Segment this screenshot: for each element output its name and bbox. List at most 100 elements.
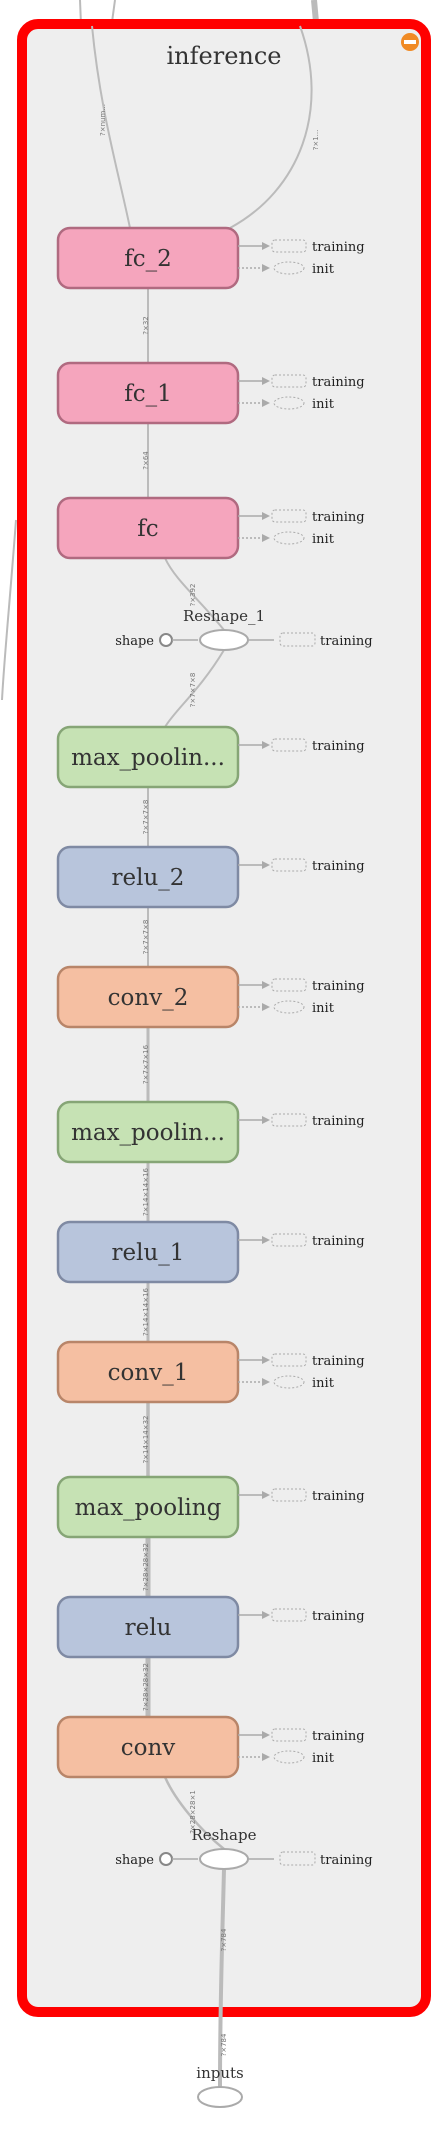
node-max-pooling[interactable]: max_pooling training xyxy=(56,1475,365,1539)
node-box xyxy=(56,845,240,909)
node-box xyxy=(56,725,240,789)
reshape-training-aux[interactable]: training xyxy=(249,1851,373,1868)
aux-init-link[interactable]: init xyxy=(238,1750,335,1766)
aux-box xyxy=(271,1728,307,1742)
arrow-icon xyxy=(262,1731,270,1739)
aux-ellipse xyxy=(273,396,305,410)
node-box xyxy=(56,1595,240,1659)
node-label: conv xyxy=(121,1735,176,1761)
aux-training-link[interactable]: training xyxy=(238,239,365,255)
reshape-1-shape-label: shape xyxy=(115,634,154,649)
aux-training-link[interactable]: training xyxy=(238,509,365,525)
node-label: max_pooling xyxy=(75,1495,222,1521)
node-max-pooling-1[interactable]: max_poolin...training xyxy=(56,1100,365,1164)
aux-box xyxy=(271,1608,307,1622)
edge-external-far-left xyxy=(1,519,17,701)
reshape-1-training-label: training xyxy=(320,634,373,649)
arrow-icon xyxy=(262,1116,270,1124)
node-box xyxy=(56,496,240,560)
reshape-node[interactable]: Reshape xyxy=(192,1826,257,1870)
edge-label-inputs-stub: ?×784 xyxy=(220,2033,228,2056)
arrow-icon xyxy=(262,981,270,989)
edge-reshape-conv xyxy=(163,1776,225,1850)
aux-init-link[interactable]: init xyxy=(238,531,335,547)
arrow-icon xyxy=(262,1491,270,1499)
edge-label-inputs-reshape: ?×784 xyxy=(220,1928,228,1951)
reshape-1-label: Reshape_1 xyxy=(183,607,265,625)
aux-init-link[interactable]: init xyxy=(238,261,335,277)
node-relu[interactable]: relu training xyxy=(56,1595,365,1659)
aux-training-link[interactable]: training xyxy=(238,858,365,874)
aux-label: init xyxy=(312,1001,335,1016)
aux-label: training xyxy=(312,1729,365,1744)
node-box xyxy=(56,1340,240,1404)
edge-inputs-reshape xyxy=(218,1868,226,2088)
aux-ellipse xyxy=(273,261,305,275)
aux-init-link[interactable]: init xyxy=(238,396,335,412)
arrow-icon xyxy=(262,512,270,520)
edge-label-relu2_pool2: ?×7×7×8 xyxy=(142,800,150,835)
aux-label: training xyxy=(312,1489,365,1504)
inputs-node[interactable]: inputs xyxy=(196,2064,244,2108)
aux-training-link[interactable]: training xyxy=(238,1728,365,1744)
node-box xyxy=(56,1475,240,1539)
edge-label-pool2-reshape1: ?×7×7×8 xyxy=(189,673,197,708)
reshape-1-shape-input[interactable]: shape xyxy=(115,633,198,649)
node-box xyxy=(56,1220,240,1284)
aux-init-link[interactable]: init xyxy=(238,1000,335,1016)
arrow-icon xyxy=(262,1003,270,1011)
node-box xyxy=(56,226,240,290)
reshape-1-training-aux[interactable]: training xyxy=(249,632,373,649)
node-conv-1[interactable]: conv_1 training init xyxy=(56,1340,365,1404)
reshape-1-node[interactable]: Reshape_1 xyxy=(183,607,265,651)
node-conv[interactable]: conv training init xyxy=(56,1715,365,1779)
aux-training-link[interactable]: training xyxy=(238,1113,365,1129)
reshape-shape-input[interactable]: shape xyxy=(115,1852,198,1868)
aux-label: training xyxy=(312,510,365,525)
aux-ellipse xyxy=(273,1750,305,1764)
aux-label: init xyxy=(312,262,335,277)
edge-reshape1-fc xyxy=(164,557,225,631)
reshape-training-label: training xyxy=(320,1853,373,1868)
node-label: conv_1 xyxy=(108,1360,189,1386)
aux-training-link[interactable]: training xyxy=(238,1353,365,1369)
aux-training-link[interactable]: training xyxy=(238,1233,365,1249)
node-label: relu xyxy=(125,1615,172,1641)
edge-label-fc2-out-right: ?×1... xyxy=(312,130,320,151)
node-box xyxy=(56,1715,240,1779)
aux-training-link[interactable]: training xyxy=(238,978,365,994)
aux-box xyxy=(271,738,307,752)
node-max-pooling-2[interactable]: max_poolin... training xyxy=(56,725,365,789)
edge-label-relu1_pool1: ?×14×14×16 xyxy=(142,1167,150,1216)
edge-label-pool_conv1: ?×14×14×32 xyxy=(142,1415,150,1463)
aux-box xyxy=(271,239,307,253)
node-box xyxy=(56,965,240,1029)
aux-label: training xyxy=(312,859,365,874)
node-box xyxy=(56,1100,240,1164)
collapse-icon[interactable] xyxy=(401,33,419,51)
edge-label-fc_fc_1: ?×64 xyxy=(142,451,150,470)
node-label: fc_1 xyxy=(124,381,172,407)
arrow-icon xyxy=(262,1236,270,1244)
aux-training-link[interactable]: training xyxy=(238,1608,365,1624)
node-box xyxy=(56,361,240,425)
aux-init-link[interactable]: init xyxy=(238,1375,335,1391)
edge-pool2-reshape1 xyxy=(164,649,225,728)
aux-training-link[interactable]: training xyxy=(238,738,365,754)
aux-training-link[interactable]: training xyxy=(238,1488,365,1504)
aux-label: training xyxy=(312,739,365,754)
aux-training-link[interactable]: training xyxy=(238,374,365,390)
arrow-icon xyxy=(262,741,270,749)
aux-label: training xyxy=(312,240,365,255)
node-label: max_poolin... xyxy=(71,745,225,771)
node-fc-1[interactable]: fc_1 training init xyxy=(56,361,365,425)
reshape-label: Reshape xyxy=(192,1826,257,1844)
edge-label-reshape-conv: ?×28×28×1 xyxy=(189,1790,197,1834)
container-title: inference xyxy=(167,42,282,70)
aux-box xyxy=(271,1488,307,1502)
